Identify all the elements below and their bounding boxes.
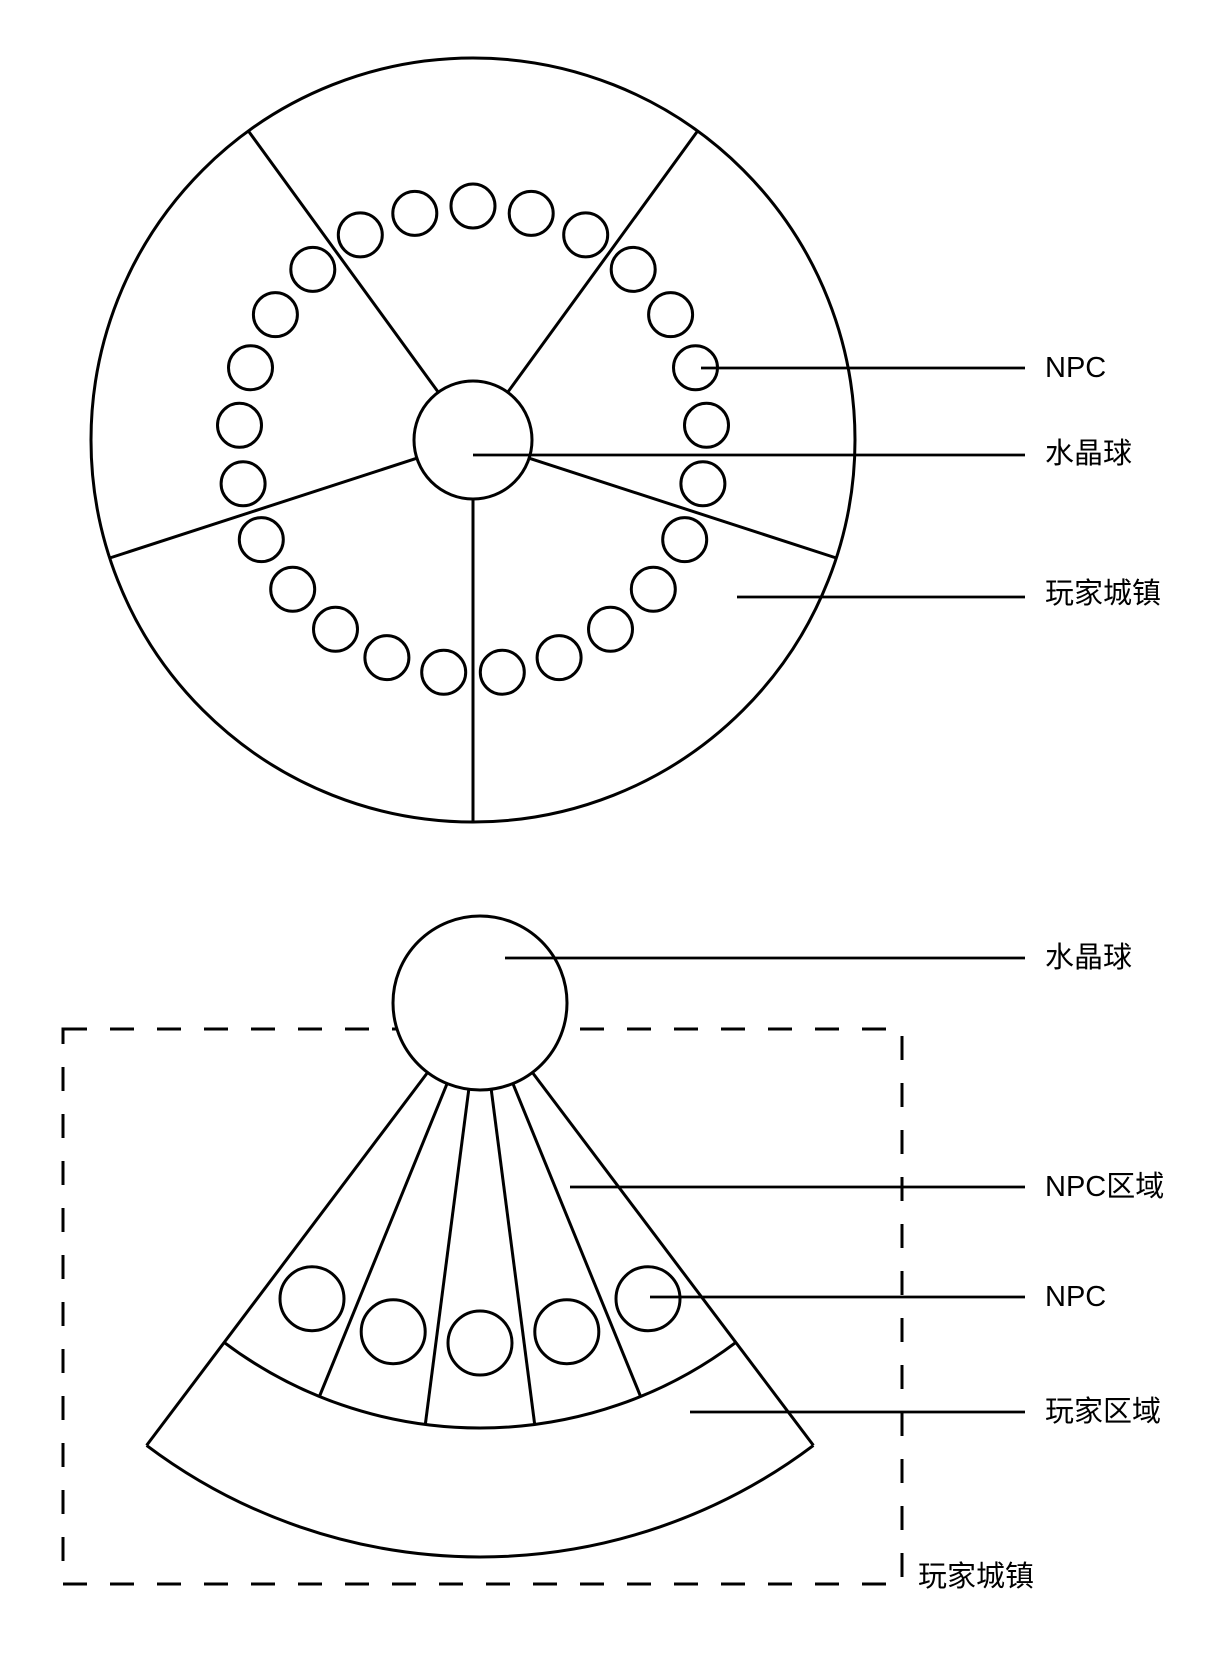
player-town-label: 玩家城镇 <box>1045 577 1161 610</box>
npc-circle <box>478 648 526 696</box>
npc-wedge-divider-line <box>318 1083 449 1398</box>
sector-divider-line <box>528 456 837 560</box>
npc-wedge-divider-line <box>511 1083 642 1398</box>
npc-circle <box>420 648 468 696</box>
npc-circle <box>391 189 439 237</box>
npc-area-label: NPC区域 <box>1045 1170 1164 1203</box>
npc-circle <box>336 211 384 259</box>
npc-circle <box>289 245 337 293</box>
player-town-dashed-boundary <box>61 1027 904 1586</box>
npc-circle <box>587 605 634 653</box>
npc-circle <box>535 634 583 682</box>
crystal-ball-circle <box>412 379 534 501</box>
npc-label: NPC <box>1045 1281 1106 1313</box>
crystal-ball-circle <box>391 914 569 1092</box>
npc-circle <box>363 634 411 682</box>
fan-edge-line <box>531 1071 815 1447</box>
fan-npc-group <box>278 1265 682 1377</box>
npc-circle <box>562 211 610 259</box>
npc-circle <box>449 182 497 230</box>
npc-circle <box>269 565 317 613</box>
npc-circle <box>216 401 263 449</box>
npc-circle <box>533 1298 601 1366</box>
npc-circle <box>219 460 267 508</box>
player-area-label: 玩家区域 <box>1045 1395 1161 1428</box>
npc-circle <box>251 291 299 339</box>
player-area-outer-arc <box>145 1444 815 1559</box>
npc-circle <box>312 605 359 653</box>
player-town-label: 玩家城镇 <box>918 1560 1034 1593</box>
crystal-ball-label: 水晶球 <box>1045 437 1132 470</box>
top-wheel-diagram: NPC 水晶球 玩家城镇 <box>89 56 1161 824</box>
npc-circle <box>278 1265 346 1333</box>
npc-circle <box>679 460 727 508</box>
npc-circle <box>629 565 677 613</box>
npc-area-inner-arc <box>223 1341 737 1430</box>
sector-divider-line <box>247 130 440 394</box>
sector-divider-line <box>506 130 699 394</box>
bottom-fan-diagram: 水晶球 NPC区域 NPC 玩家区域 玩家城镇 <box>61 914 1164 1593</box>
npc-circle <box>683 401 730 449</box>
npc-circle <box>647 291 695 339</box>
sector-divider-line <box>109 456 418 560</box>
npc-circle <box>609 245 657 293</box>
npc-circle <box>237 516 285 564</box>
npc-circle <box>661 516 709 564</box>
fan-edge-line <box>145 1071 429 1447</box>
npc-circle <box>614 1265 682 1333</box>
npc-wedge-divider-line <box>489 1089 537 1425</box>
npc-circle <box>446 1309 514 1377</box>
npc-circle <box>507 189 555 237</box>
crystal-ball-label: 水晶球 <box>1045 941 1132 974</box>
npc-circle <box>227 344 274 392</box>
npc-ring <box>216 182 730 696</box>
npc-wedge-divider-line <box>423 1089 471 1425</box>
npc-circle <box>359 1298 427 1366</box>
npc-label: NPC <box>1045 352 1106 384</box>
